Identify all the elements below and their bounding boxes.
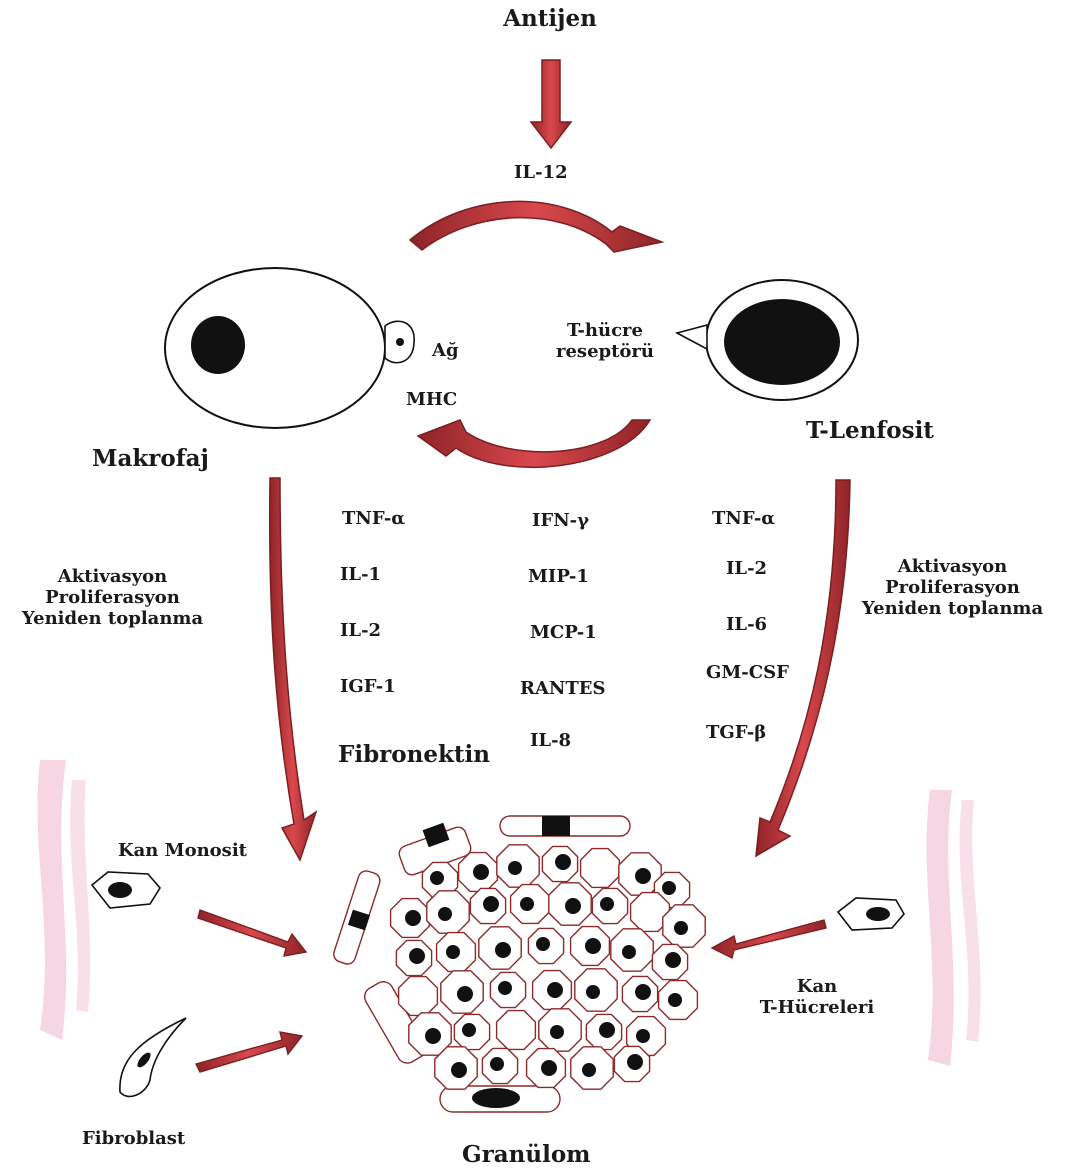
left-effect: Aktivasyon: [10, 566, 215, 587]
il12-label: IL-12: [514, 162, 568, 184]
bottom-curved-arrow: [418, 420, 650, 467]
granuloma-cell-nucleus: [547, 982, 563, 998]
cytokine-left: TNF-α: [342, 508, 405, 530]
granuloma-cell-nucleus: [635, 984, 651, 1000]
t-cell-receptor-line2: reseptörü: [550, 341, 660, 362]
blood-monocyte-label: Kan Monosit: [118, 840, 247, 862]
cytokine-middle: IL-8: [530, 730, 571, 752]
left-activation-arrow: [270, 478, 316, 860]
right-effect: Yeniden toplanma: [850, 598, 1055, 619]
top-curved-arrow: [410, 201, 662, 252]
granuloma-cell: [497, 1011, 536, 1050]
fibroblast-arrow: [196, 1032, 302, 1072]
cytokine-middle: RANTES: [520, 678, 606, 700]
tissue-background-right: [927, 790, 981, 1066]
mhc-label: MHC: [406, 389, 457, 411]
antigen-label: Antijen: [490, 8, 610, 30]
granuloma-cell: [581, 849, 620, 888]
cytokine-left: IL-1: [340, 564, 381, 586]
fibroblast-label: Fibroblast: [82, 1128, 185, 1150]
granuloma-cell-nucleus: [662, 881, 676, 895]
granuloma-cell-nucleus: [636, 1029, 650, 1043]
granuloma-cell-nucleus: [665, 952, 681, 968]
granuloma-cell-nucleus: [586, 985, 600, 999]
left-effect: Proliferasyon: [10, 587, 215, 608]
right-effects: Aktivasyon Proliferasyon Yeniden toplanm…: [850, 556, 1055, 619]
granuloma-cell-nucleus: [668, 993, 682, 1007]
granuloma-cell-nucleus: [555, 854, 571, 870]
granuloma-cell-nucleus: [582, 1063, 596, 1077]
fibronectin-label: Fibronektin: [338, 744, 490, 766]
left-effects: Aktivasyon Proliferasyon Yeniden toplanm…: [10, 566, 215, 629]
blood-t-cells-label: Kan T-Hücreleri: [742, 976, 892, 1018]
t-lymphocyte-nucleus: [724, 299, 840, 385]
granuloma-label: Granülom: [462, 1144, 591, 1166]
granuloma-cell-nucleus: [627, 1054, 643, 1070]
granuloma-cell-nucleus: [541, 1060, 557, 1076]
granuloma-cell-nucleus: [498, 981, 512, 995]
granuloma-cell: [399, 977, 438, 1016]
granuloma-cell-nucleus: [550, 1025, 564, 1039]
granuloma-cell-nucleus: [430, 871, 444, 885]
granuloma-cell-nucleus: [405, 910, 421, 926]
ag-label: Ağ: [432, 340, 459, 362]
cytokine-middle: IFN-γ: [532, 510, 589, 532]
t-cell-receptor-line1: T-hücre: [550, 320, 660, 341]
granuloma-cell-nucleus: [438, 907, 452, 921]
granuloma-cell-nucleus: [495, 942, 511, 958]
granuloma-cell-nucleus: [490, 1057, 504, 1071]
granuloma-cell-nucleus: [599, 1022, 615, 1038]
cytokine-right: GM-CSF: [706, 662, 789, 684]
cytokine-right: IL-2: [726, 558, 767, 580]
granuloma-cell-nucleus: [520, 897, 534, 911]
cytokine-right: IL-6: [726, 614, 767, 636]
macrophage-label: Makrofaj: [92, 448, 209, 470]
t-cell-arrow: [712, 920, 826, 958]
granuloma-cell-nucleus: [473, 864, 489, 880]
granuloma-cell-nucleus: [508, 861, 522, 875]
t-cell-receptor: [677, 325, 707, 349]
macrophage-nucleus: [191, 316, 245, 374]
granuloma-cell-nucleus: [536, 937, 550, 951]
cytokine-left: IGF-1: [340, 676, 396, 698]
granuloma-cell-nucleus: [622, 945, 636, 959]
granuloma-cell-nucleus: [409, 948, 425, 964]
blood-t-cells-line2: T-Hücreleri: [742, 997, 892, 1018]
granuloma-cell-nucleus: [600, 897, 614, 911]
left-effect: Yeniden toplanma: [10, 608, 215, 629]
antigen-arrow: [531, 60, 571, 148]
cytokine-middle: MCP-1: [530, 622, 597, 644]
granuloma-cell-nucleus: [462, 1023, 476, 1037]
granuloma-cell-nucleus: [483, 896, 499, 912]
tissue-background-left: [38, 760, 91, 1040]
granuloma-cell-nucleus: [565, 898, 581, 914]
granuloma-cell-nucleus: [425, 1028, 441, 1044]
granuloma-cell-nucleus: [451, 1062, 467, 1078]
cytokine-right: TNF-α: [712, 508, 775, 530]
granuloma-cells: [391, 845, 706, 1089]
granuloma-cell-nucleus: [635, 868, 651, 884]
cytokine-right: TGF-β: [706, 722, 766, 744]
monocyte-arrow: [198, 910, 306, 956]
right-effect: Proliferasyon: [850, 577, 1055, 598]
right-effect: Aktivasyon: [850, 556, 1055, 577]
t-cell-receptor-label: T-hücre reseptörü: [550, 320, 660, 362]
granuloma-cell-nucleus: [446, 945, 460, 959]
fibroblast-cell: [120, 1018, 186, 1096]
blood-t-cells-line1: Kan: [742, 976, 892, 997]
cytokine-middle: MIP-1: [528, 566, 589, 588]
granuloma-cell-nucleus: [674, 921, 688, 935]
granuloma-cell-nucleus: [457, 986, 473, 1002]
granuloma-cell-nucleus: [585, 938, 601, 954]
cytokine-left: IL-2: [340, 620, 381, 642]
t-lymphocyte-label: T-Lenfosit: [806, 420, 934, 442]
